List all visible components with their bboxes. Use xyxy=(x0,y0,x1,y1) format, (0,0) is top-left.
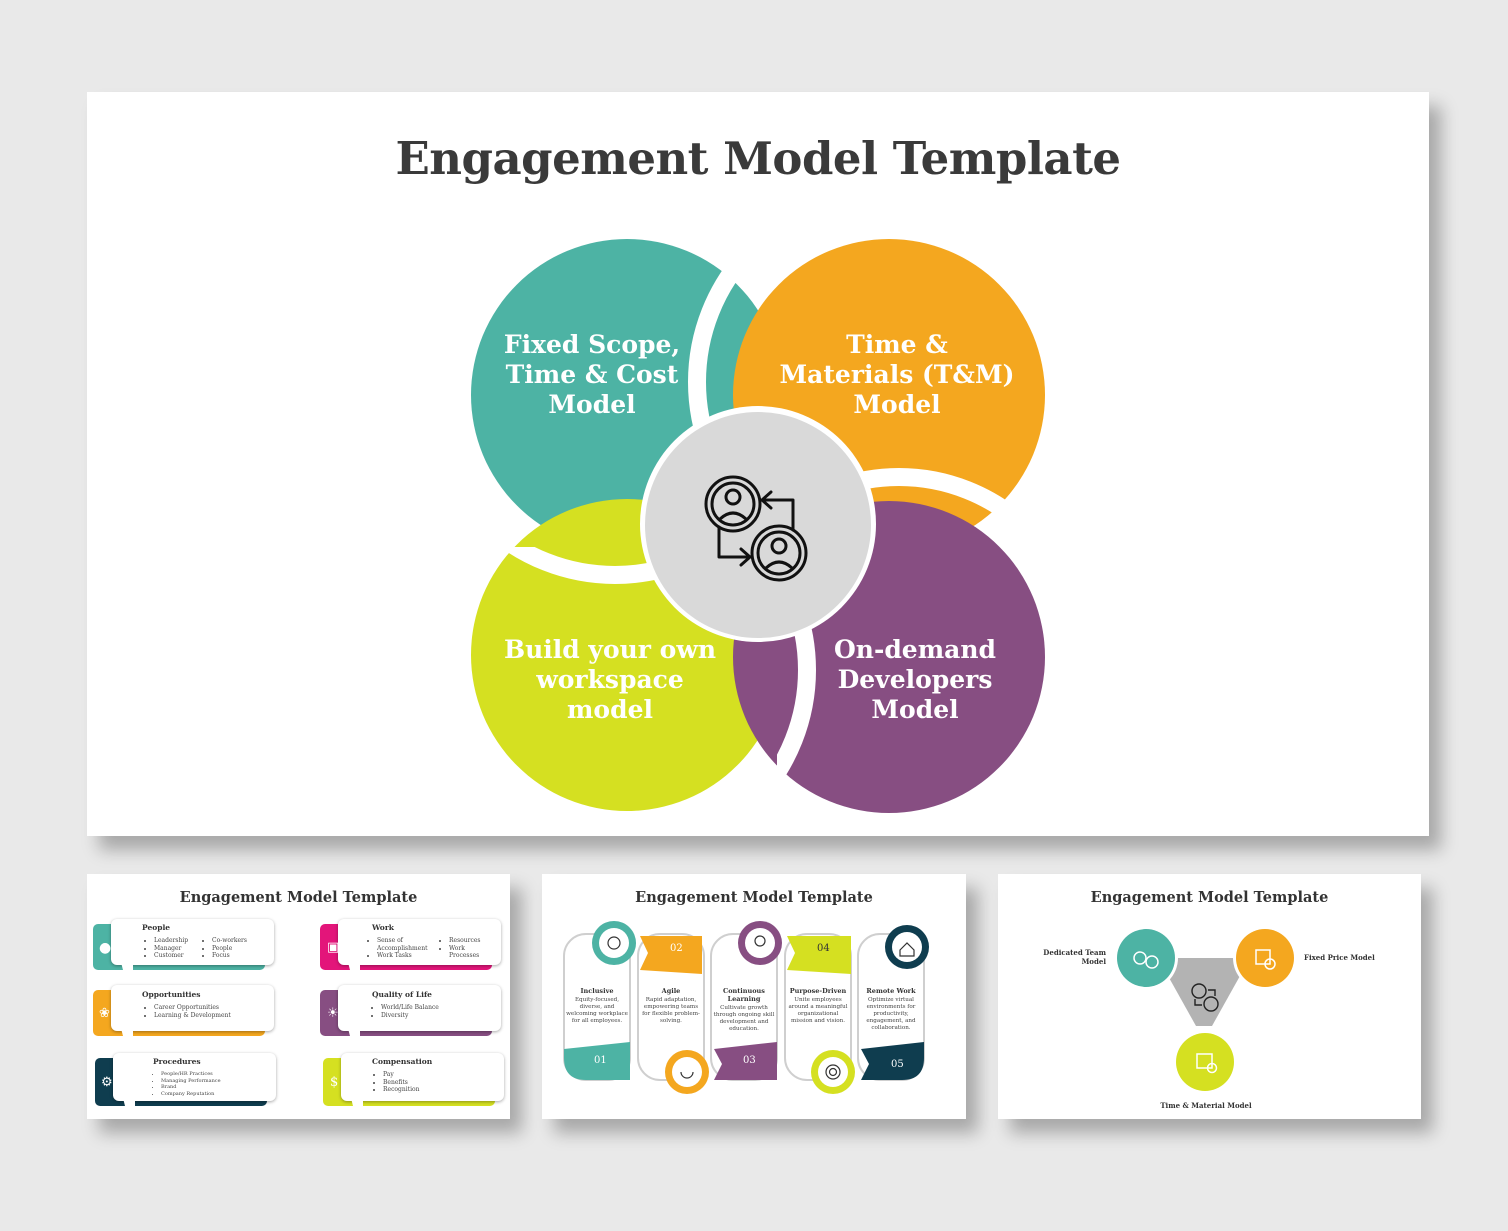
team-icon xyxy=(1133,951,1147,965)
step-text-04: Purpose-Driven Unite employees around a … xyxy=(788,987,848,1024)
label-fixed-price: Fixed Price Model xyxy=(1304,953,1375,962)
card-procedures[interactable] xyxy=(113,1053,276,1101)
card-list-opportunities: Career OpportunitiesLearning & Developme… xyxy=(145,1004,265,1019)
calendar-clock-icon xyxy=(1196,1053,1213,1069)
card-people[interactable] xyxy=(111,919,274,965)
thumb2-title: Engagement Model Template xyxy=(635,889,873,906)
step-text-03: Continuous Learning Cultivate growth thr… xyxy=(713,987,775,1032)
label-time-material: Time & Material Model xyxy=(1160,1101,1252,1110)
agile-icon xyxy=(680,1071,694,1079)
step-ribbon-01 xyxy=(564,1042,630,1080)
card-title-compensation: Compensation xyxy=(372,1057,433,1066)
step-text-01: Inclusive Equity-focused, diverse, and w… xyxy=(566,987,628,1024)
center-triangle[interactable] xyxy=(1158,958,1250,1026)
process-icon: ⚙ xyxy=(101,1075,113,1090)
card-notch xyxy=(113,1058,135,1106)
main-slide: Engagement Model Template xyxy=(87,92,1429,836)
step-num-04: 04 xyxy=(817,943,830,954)
petal-label-on-demand: On-demand Developers Model xyxy=(833,635,997,724)
step-text-05: Remote Work Optimize virtual environment… xyxy=(866,987,916,1031)
step-circle-inner xyxy=(599,928,629,958)
petal-cut-arc xyxy=(688,232,777,548)
step-circle-inner xyxy=(892,932,922,962)
card-title-people: People xyxy=(142,923,171,932)
learning-icon xyxy=(754,935,766,947)
petal-cut-arc xyxy=(777,551,816,789)
step-ribbon-05 xyxy=(861,1042,924,1080)
inclusive-icon xyxy=(607,936,621,950)
card-list-people-2: Co-workersPeopleFocus xyxy=(203,937,258,960)
step-text-02: Agile Rapid adaptation, empowering teams… xyxy=(642,987,700,1024)
card-notch xyxy=(338,924,360,970)
card-notch xyxy=(341,1058,363,1106)
card-list-work-1: Sense of AccomplishmentWork Tasks xyxy=(368,937,440,960)
node-time-material[interactable] xyxy=(1176,1033,1234,1091)
node-fixed-price[interactable] xyxy=(1236,929,1294,987)
step-circle-inner xyxy=(818,1057,848,1087)
step-num-02: 02 xyxy=(670,943,683,954)
card-list-people-1: LeadershipManagerCustomer xyxy=(145,937,200,960)
card-title-procedures: Procedures xyxy=(153,1057,201,1066)
thumbnail-slide-3[interactable]: Engagement Model Template Dedicated Team… xyxy=(998,874,1421,1119)
growth-hand-icon: ❀ xyxy=(99,1006,110,1021)
triangle-diagram xyxy=(1114,926,1297,1094)
idea-person-icon: ☀ xyxy=(327,1006,339,1021)
step-num-01: 01 xyxy=(594,1055,607,1066)
petal-cut-arc xyxy=(764,468,1034,522)
card-list-work-2: ResourcesWork Processes xyxy=(440,937,490,960)
card-list-quality: World/Life BalanceDiversity xyxy=(372,1004,482,1019)
steps-diagram xyxy=(563,921,929,1094)
card-work[interactable] xyxy=(338,919,501,965)
remote-home-icon xyxy=(899,942,915,957)
laptop-user-icon: ▣ xyxy=(327,940,340,955)
card-title-work: Work xyxy=(372,923,394,932)
step-circle-inner xyxy=(745,928,775,958)
card-opportunities[interactable] xyxy=(111,985,274,1031)
petal-label-fixed-scope: Fixed Scope, Time & Cost Model xyxy=(503,330,681,419)
user-exchange-icon xyxy=(1191,983,1219,1012)
card-notch xyxy=(111,924,133,970)
card-list-procedures: People/HR PracticesManaging PerformanceB… xyxy=(152,1071,272,1097)
petal-label-build-workspace: Build your own workspace model xyxy=(503,635,717,724)
four-petal-diagram xyxy=(471,232,1045,813)
card-title-opportunities: Opportunities xyxy=(142,990,201,999)
thumbnail-slide-1[interactable]: Engagement Model Template ●● People Lead… xyxy=(87,874,510,1119)
center-circle[interactable] xyxy=(645,412,871,638)
step-num-03: 03 xyxy=(743,1055,756,1066)
main-title: Engagement Model Template xyxy=(395,132,1121,185)
step-ribbon-03 xyxy=(714,1042,777,1080)
target-icon xyxy=(825,1064,841,1080)
thumb1-title: Engagement Model Template xyxy=(179,889,418,906)
price-search-icon xyxy=(1255,949,1271,965)
card-quality-of-life[interactable] xyxy=(338,985,501,1031)
card-notch xyxy=(338,990,360,1036)
label-dedicated-team: Dedicated Team Model xyxy=(1043,948,1106,966)
petal-cut-arc xyxy=(500,547,730,584)
money-hand-icon: $ xyxy=(330,1075,339,1090)
step-ribbon-02 xyxy=(640,936,702,974)
people-group-icon: ●● xyxy=(99,940,124,956)
step-ribbon-04 xyxy=(787,936,851,974)
step-num-05: 05 xyxy=(891,1059,904,1070)
card-title-quality: Quality of Life xyxy=(372,990,432,999)
card-compensation[interactable] xyxy=(341,1053,504,1101)
thumb3-title: Engagement Model Template xyxy=(1090,889,1329,906)
thumbnail-slide-2[interactable]: Engagement Model Template xyxy=(542,874,966,1119)
step-circle-inner xyxy=(672,1057,702,1087)
petal-label-time-materials: Time & Materials (T&M) Model xyxy=(779,330,1015,419)
card-notch xyxy=(111,990,133,1036)
card-list-compensation: PayBenefitsRecognition xyxy=(374,1071,484,1094)
user-exchange-icon xyxy=(704,475,808,582)
